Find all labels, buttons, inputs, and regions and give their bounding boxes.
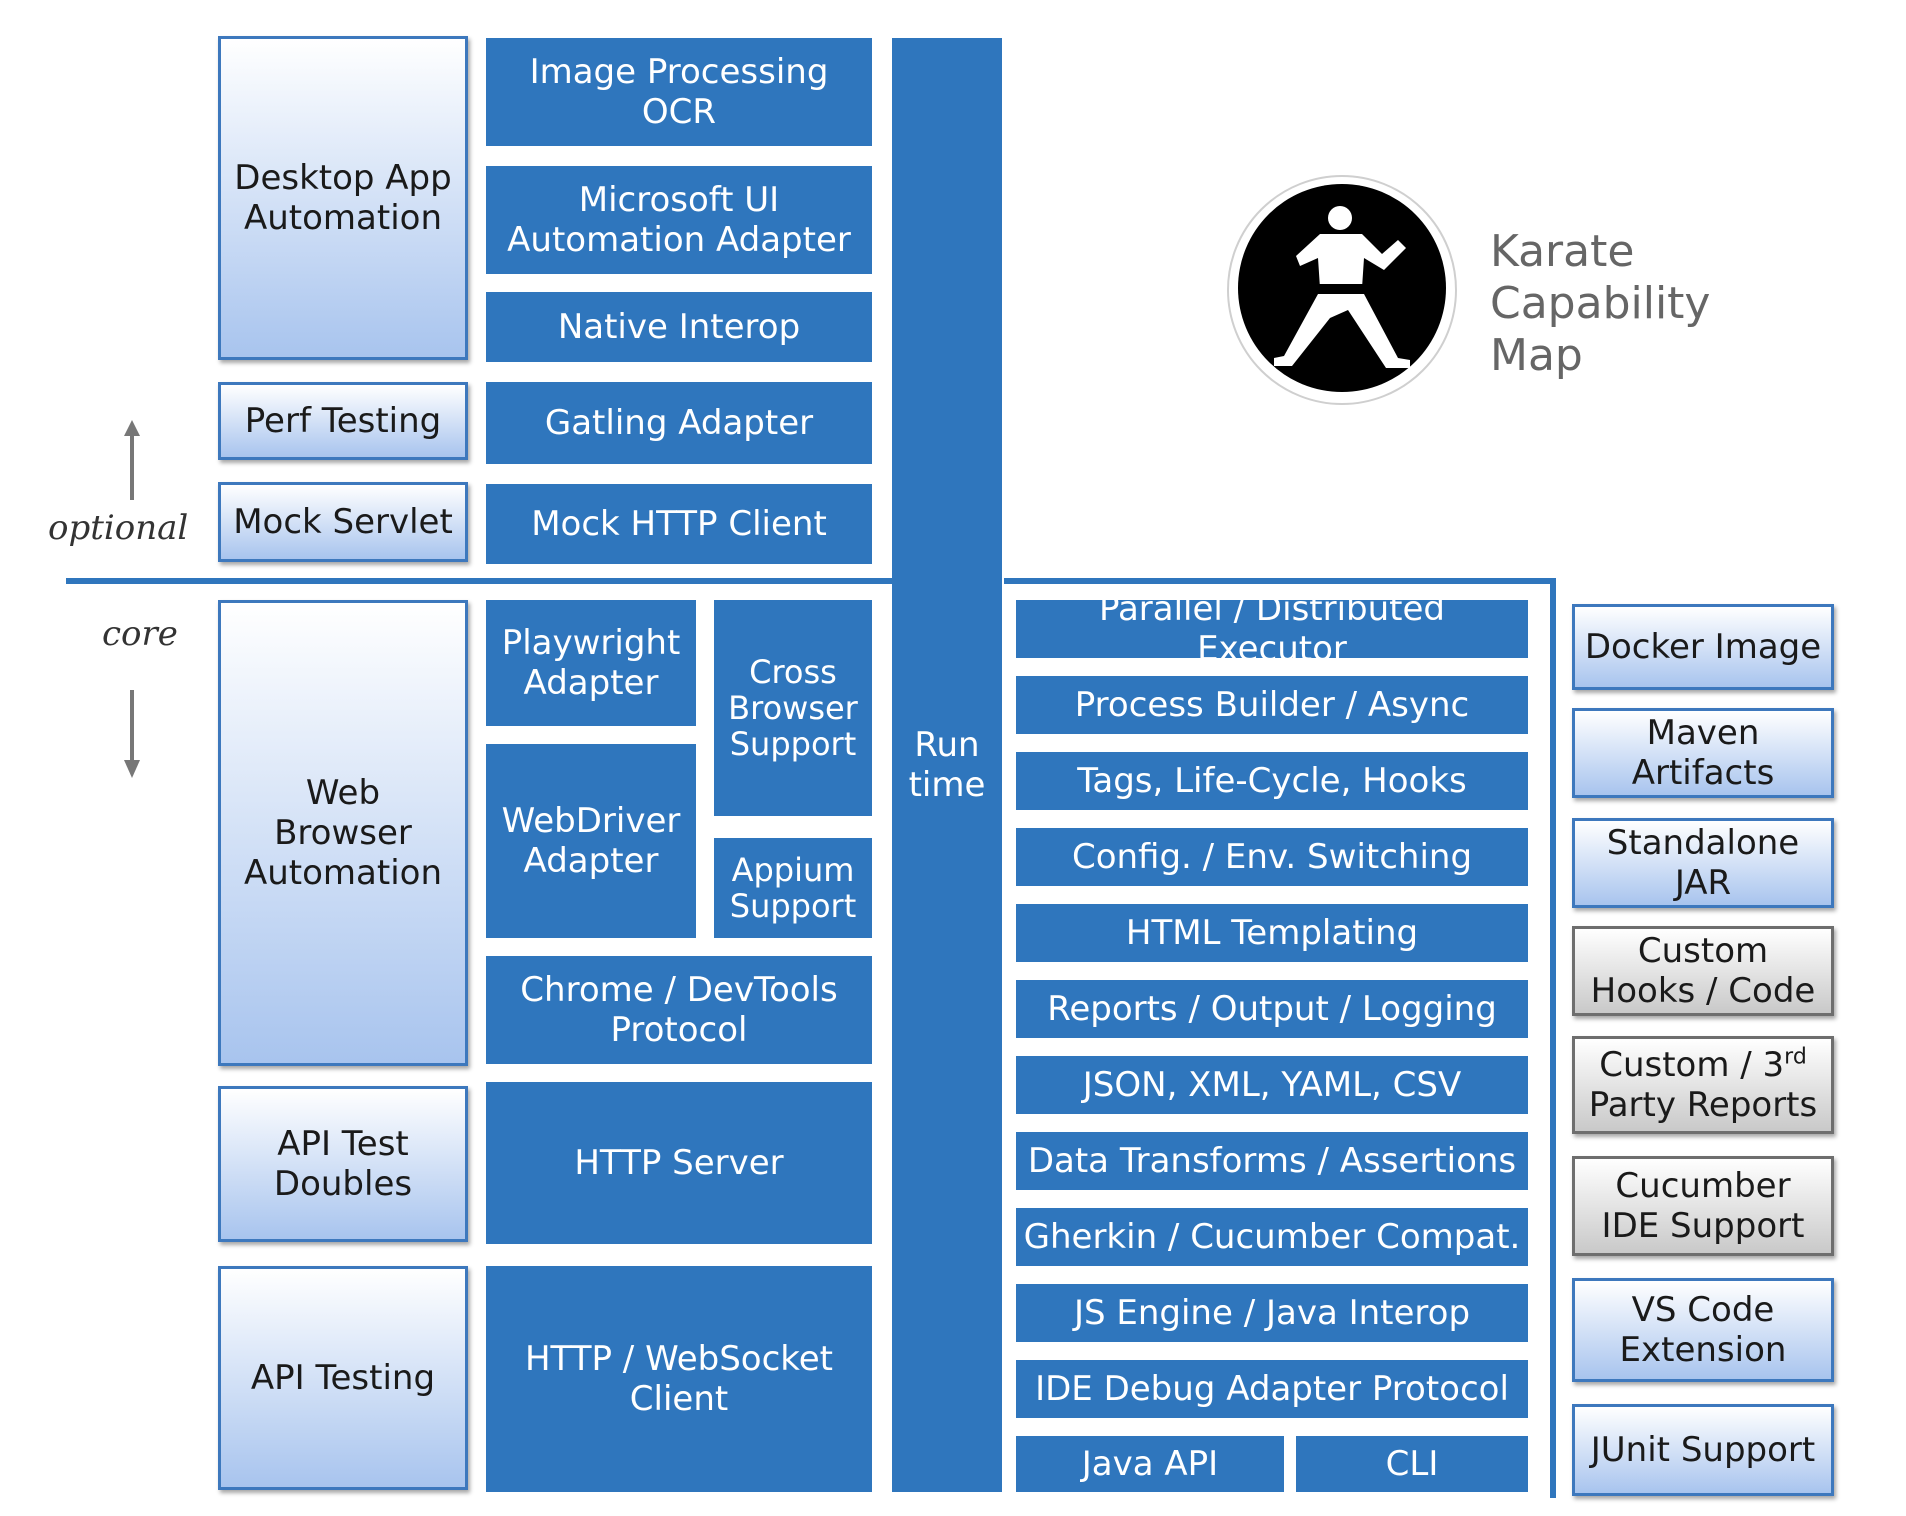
api-testing: API Testing [218,1266,468,1490]
http-websocket-client: HTTP / WebSocket Client [486,1266,872,1492]
core-item: IDE Debug Adapter Protocol [1016,1360,1528,1418]
webdriver-adapter: WebDriver Adapter [486,744,696,938]
core-label: core [102,614,178,654]
core-item: Tags, Life-Cycle, Hooks [1016,752,1528,810]
core-item: Config. / Env. Switching [1016,828,1528,886]
maven-artifacts: Maven Artifacts [1572,708,1834,798]
core-item: HTML Templating [1016,904,1528,962]
up-arrow-icon [122,420,142,500]
core-item: Data Transforms / Assertions [1016,1132,1528,1190]
core-item: Reports / Output / Logging [1016,980,1528,1038]
diagram-title: Karate Capability Map [1490,226,1711,381]
java-api: Java API [1016,1436,1284,1492]
optional-label: optional [48,508,189,548]
docker-image: Docker Image [1572,604,1834,690]
cross-browser-support: Cross Browser Support [714,600,872,816]
cli: CLI [1296,1436,1528,1492]
mock-http-client: Mock HTTP Client [486,484,872,564]
image-processing-ocr: Image Processing OCR [486,38,872,146]
playwright-adapter: Playwright Adapter [486,600,696,726]
chrome-devtools-protocol: Chrome / DevTools Protocol [486,956,872,1064]
custom-hooks-code: Custom Hooks / Code [1572,926,1834,1016]
cucumber-ide-support: Cucumber IDE Support [1572,1156,1834,1256]
optional-core-divider-right [1004,578,1554,584]
vs-code-extension: VS Code Extension [1572,1278,1834,1382]
microsoft-ui-automation-adapter: Microsoft UI Automation Adapter [486,166,872,274]
mock-servlet: Mock Servlet [218,482,468,562]
api-test-doubles: API Test Doubles [218,1086,468,1242]
http-server: HTTP Server [486,1082,872,1244]
junit-support: JUnit Support [1572,1404,1834,1496]
runtime-pillar: Run time [892,38,1002,1492]
native-interop: Native Interop [486,292,872,362]
perf-testing: Perf Testing [218,382,468,460]
desktop-app-automation: Desktop App Automation [218,36,468,360]
reports-line-1: Custom / 3rd [1599,1044,1807,1085]
appium-support: Appium Support [714,838,872,938]
core-item: Process Builder / Async [1016,676,1528,734]
karate-logo-icon [1227,175,1457,405]
core-item: JSON, XML, YAML, CSV [1016,1056,1528,1114]
web-browser-automation: Web Browser Automation [218,600,468,1066]
reports-superscript: rd [1784,1044,1807,1070]
gatling-adapter: Gatling Adapter [486,382,872,464]
core-item: Gherkin / Cucumber Compat. [1016,1208,1528,1266]
reports-line-2: Party Reports [1588,1085,1818,1125]
down-arrow-icon [122,690,142,778]
optional-core-divider-left [66,578,906,584]
standalone-jar: Standalone JAR [1572,818,1834,908]
core-item: Parallel / Distributed Executor [1016,589,1528,669]
right-bracket-line [1550,578,1556,1498]
core-item: JS Engine / Java Interop [1016,1284,1528,1342]
custom-3rd-party-reports: Custom / 3rd Party Reports [1572,1036,1834,1134]
